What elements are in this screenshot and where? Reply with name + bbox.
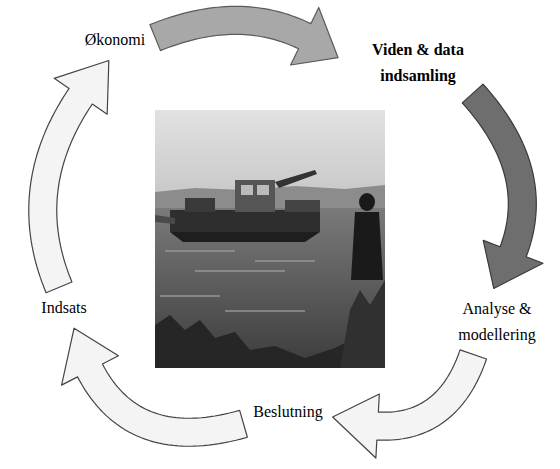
step-text: Viden & data indsamling <box>348 37 488 88</box>
block-arrow <box>150 6 338 65</box>
pier <box>155 215 175 224</box>
water-ripples <box>160 250 315 312</box>
step-label: Analyse & modellering <box>441 294 553 349</box>
step-label: Beslutning <box>249 397 326 427</box>
step-label: Indsats <box>37 293 90 323</box>
water <box>155 208 385 368</box>
block-arrow <box>62 328 248 446</box>
block-arrow <box>333 350 487 458</box>
step-text: Indsats <box>41 295 86 321</box>
block-arrow <box>29 61 109 293</box>
step-label: Økonomi <box>81 25 149 55</box>
step-text: Analyse & modellering <box>445 296 549 347</box>
site-photo <box>155 110 385 368</box>
dredger-boat <box>170 170 320 242</box>
shore-bushes <box>340 280 385 368</box>
step-text: Beslutning <box>253 399 322 425</box>
step-text: Økonomi <box>85 27 145 53</box>
block-arrow <box>462 84 543 288</box>
step-label: Viden & data indsamling <box>344 35 492 90</box>
person-silhouette <box>351 193 383 280</box>
